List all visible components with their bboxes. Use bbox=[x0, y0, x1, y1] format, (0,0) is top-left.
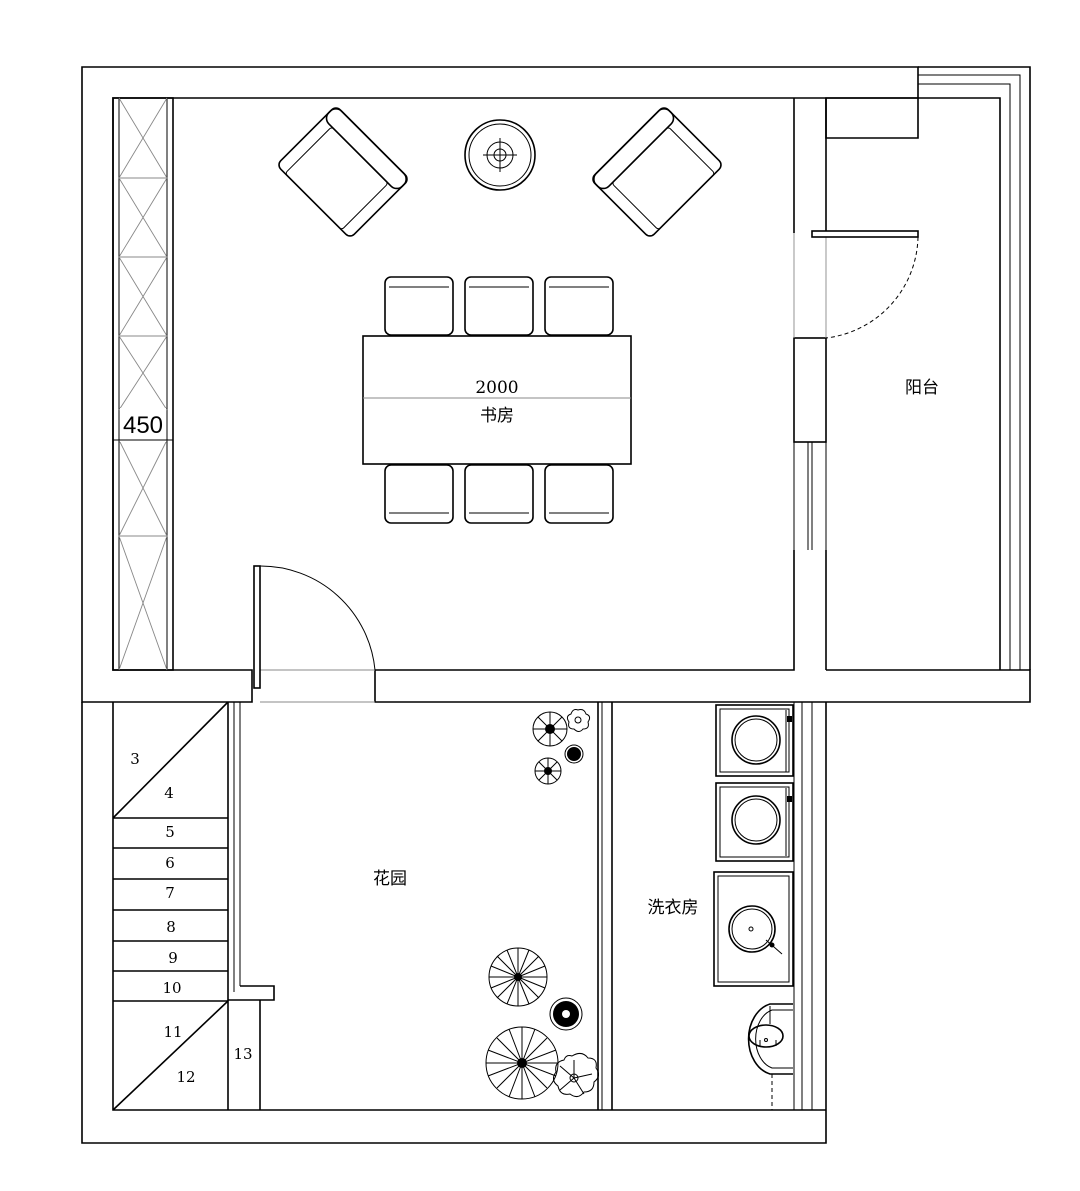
tall-cabinet bbox=[112, 97, 174, 671]
washing-machine-icon bbox=[715, 704, 794, 777]
side-table bbox=[464, 119, 536, 191]
plant-icon bbox=[488, 947, 548, 1007]
step-5: 5 bbox=[165, 823, 175, 841]
step-7: 7 bbox=[165, 884, 175, 902]
room-label-garden: 花园 bbox=[373, 869, 407, 889]
study-balcony-window bbox=[793, 233, 827, 550]
plant-icon bbox=[566, 709, 591, 732]
plant-icon bbox=[485, 1026, 559, 1100]
washbasin-icon bbox=[747, 1003, 793, 1110]
room-label-balcony: 阳台 bbox=[905, 378, 939, 398]
step-9: 9 bbox=[168, 949, 178, 967]
step-6: 6 bbox=[165, 854, 175, 872]
step-12: 12 bbox=[176, 1068, 195, 1086]
dining-chairs-bottom bbox=[384, 464, 614, 524]
step-13: 13 bbox=[233, 1045, 252, 1063]
dining-chairs-top bbox=[384, 276, 614, 336]
garden-partition bbox=[597, 702, 613, 1110]
room-label-study: 书房 bbox=[480, 406, 514, 426]
dryer-icon bbox=[715, 782, 794, 862]
table-width-label: 2000 bbox=[475, 378, 518, 398]
plant-icon bbox=[534, 757, 562, 785]
armchair-right bbox=[592, 107, 722, 237]
laundry-walls bbox=[793, 702, 827, 1110]
staircase bbox=[112, 701, 275, 1111]
laundry-sink-icon bbox=[713, 871, 794, 987]
step-8: 8 bbox=[166, 918, 176, 936]
room-label-laundry: 洗衣房 bbox=[648, 898, 699, 918]
plants bbox=[485, 709, 600, 1100]
plant-icon bbox=[549, 997, 583, 1031]
balcony-door[interactable] bbox=[811, 230, 919, 339]
step-3: 3 bbox=[130, 750, 140, 768]
cabinet-depth-label: 450 bbox=[123, 412, 163, 439]
armchair-left bbox=[278, 107, 408, 237]
stair-step-labels: 3 4 5 6 7 8 9 10 11 12 13 bbox=[130, 750, 252, 1086]
study-table bbox=[362, 335, 632, 465]
step-4: 4 bbox=[164, 784, 174, 802]
plant-icon bbox=[564, 744, 584, 764]
plant-icon bbox=[552, 1052, 600, 1098]
step-11: 11 bbox=[163, 1023, 182, 1041]
outer-walls bbox=[81, 66, 1031, 1144]
study-entry-door[interactable] bbox=[253, 565, 376, 689]
step-10: 10 bbox=[162, 979, 181, 997]
plant-icon bbox=[532, 711, 568, 747]
